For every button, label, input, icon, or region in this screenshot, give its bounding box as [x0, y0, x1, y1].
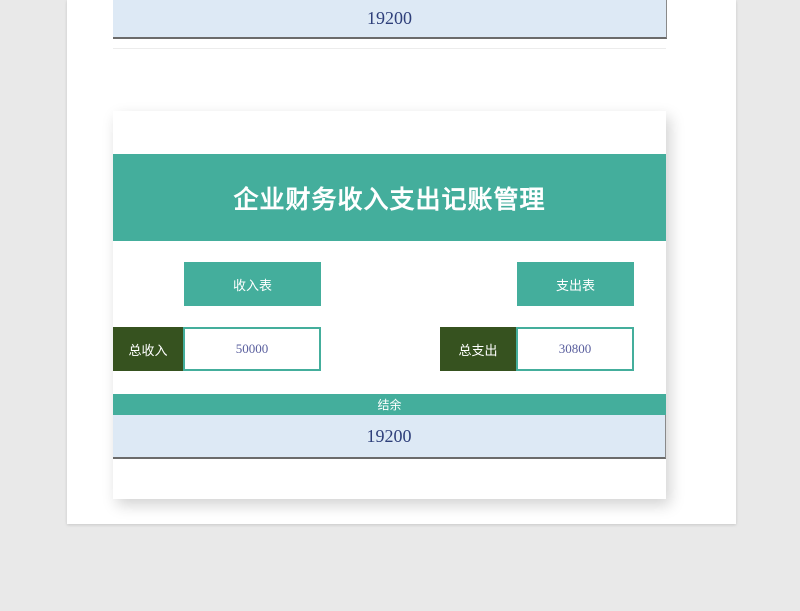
title-banner: 企业财务收入支出记账管理 [113, 154, 666, 241]
income-table-button-label: 收入表 [232, 278, 272, 294]
total-income-value: 50000 [235, 341, 269, 356]
balance-label: 结余 [377, 398, 402, 412]
divider [113, 48, 666, 49]
previous-sheet-balance-cell: 19200 [113, 0, 667, 39]
expense-table-button[interactable]: 支出表 [517, 262, 634, 306]
balance-value-cell[interactable]: 19200 [113, 415, 666, 459]
finance-sheet: 企业财务收入支出记账管理 收入表 支出表 总收入 50000 总支出 30800… [113, 111, 666, 499]
total-expense-value-cell[interactable]: 30800 [516, 327, 634, 371]
total-income-value-cell[interactable]: 50000 [183, 327, 321, 371]
balance-header: 结余 [113, 394, 666, 415]
total-expense-value: 30800 [558, 341, 592, 356]
expense-table-button-label: 支出表 [555, 278, 595, 294]
total-expense-label: 总支出 [440, 327, 516, 371]
page-title: 企业财务收入支出记账管理 [233, 184, 546, 214]
balance-value: 19200 [366, 425, 412, 446]
previous-balance-value: 19200 [367, 8, 412, 28]
income-table-button[interactable]: 收入表 [184, 262, 321, 306]
total-income-label-text: 总收入 [128, 343, 168, 359]
total-income-label: 总收入 [113, 327, 183, 371]
total-expense-label-text: 总支出 [458, 343, 498, 359]
